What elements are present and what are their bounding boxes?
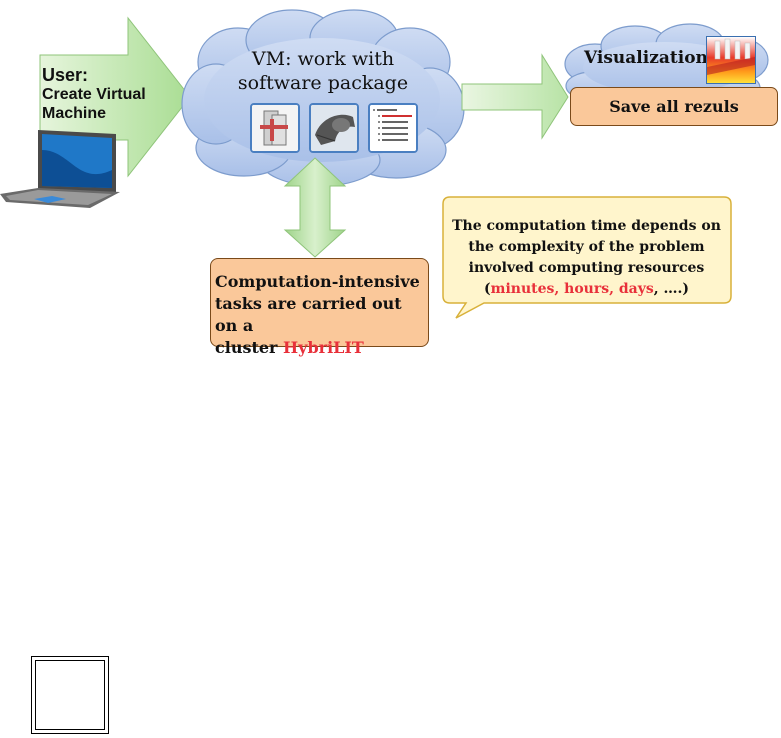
user-label: User: Create Virtual Machine <box>42 66 146 123</box>
computation-line-3-prefix: cluster <box>215 338 284 357</box>
user-title: User: <box>42 65 89 85</box>
user-line-1: Create Virtual <box>42 86 146 103</box>
note-line-4: (minutes, hours, days, ….) <box>444 279 729 300</box>
note-close: , ….) <box>653 281 689 297</box>
computation-line-3: cluster HybriLIT <box>215 337 424 359</box>
visualization-label: Visualization <box>584 48 708 68</box>
save-results-label: Save all rezuls <box>609 97 739 116</box>
note-line-2: the complexity of the problem <box>468 239 705 255</box>
empty-frame-outer <box>31 656 109 734</box>
computation-time-note: The computation time depends on the comp… <box>444 216 729 300</box>
note-line-1: The computation time depends on <box>452 218 721 234</box>
computation-box: Computation-intensive tasks are carried … <box>210 258 429 357</box>
computation-line-1: Computation-intensive <box>215 272 420 291</box>
user-line-2: Machine <box>42 105 107 122</box>
note-line-3: involved computing resources <box>468 260 705 276</box>
note-times: minutes, hours, days <box>490 281 654 297</box>
vm-title-line-2: software package <box>237 72 409 94</box>
cluster-name: HybriLIT <box>283 338 364 357</box>
vm-title: VM: work with software package <box>210 47 436 95</box>
cad-model-thumbnail <box>250 103 300 153</box>
vm-title-line-1: VM: work with <box>251 48 395 70</box>
mesh-model-thumbnail <box>309 103 359 153</box>
computation-line-2: tasks are carried out on a <box>215 294 402 335</box>
note-open-paren: ( <box>484 281 491 297</box>
study-tree-thumbnail <box>368 103 418 153</box>
save-results-box: Save all rezuls <box>570 87 778 126</box>
visualization-thumbnail <box>706 36 756 84</box>
empty-frame-inner <box>35 660 105 730</box>
